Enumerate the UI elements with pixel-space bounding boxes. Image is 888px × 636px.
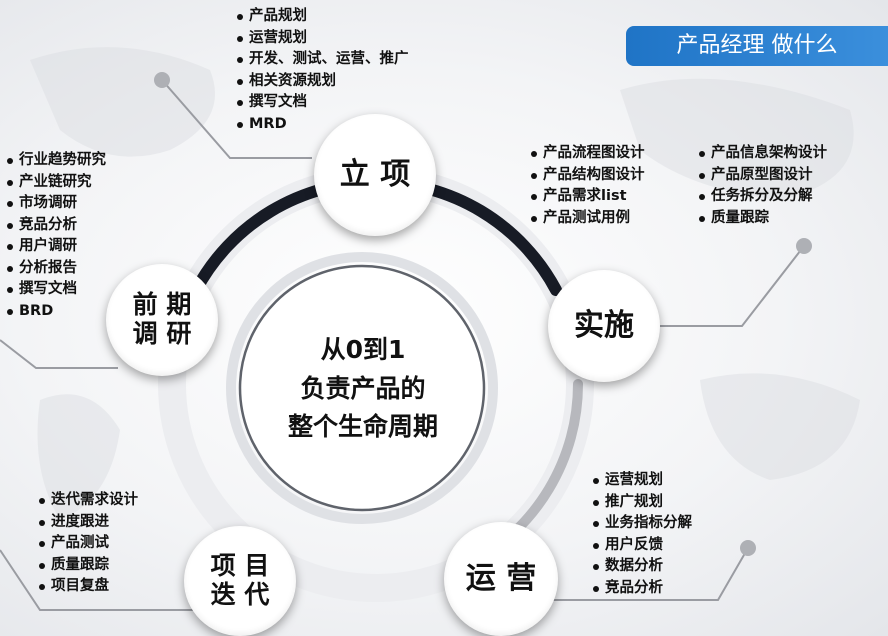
list-item: 运营规划 bbox=[236, 28, 409, 50]
list-item: 产品信息架构设计 bbox=[698, 143, 827, 165]
list-item: 项目复盘 bbox=[38, 576, 138, 598]
stage-node-diaoyan: 前 期 调 研 bbox=[106, 264, 218, 376]
list-item: 业务指标分解 bbox=[592, 513, 692, 535]
list-item: 用户调研 bbox=[6, 236, 106, 258]
list-item: 产品原型图设计 bbox=[698, 165, 827, 187]
list-item: 产品需求list bbox=[530, 186, 645, 208]
stage-node-shishi: 实施 bbox=[548, 270, 660, 382]
list-item: 开发、测试、运营、推广 bbox=[236, 49, 409, 71]
list-item: 质量跟踪 bbox=[698, 208, 827, 230]
center-line-1: 从0到1 bbox=[320, 334, 406, 364]
center-line-3: 整个生命周期 bbox=[287, 412, 438, 442]
connector-lixiang bbox=[161, 79, 312, 159]
list-diedai: 迭代需求设计 进度跟进 产品测试 质量跟踪 项目复盘 bbox=[38, 490, 138, 598]
connector-diedai bbox=[0, 549, 196, 611]
title-banner: 产品经理 做什么 bbox=[626, 26, 888, 66]
world-map-background bbox=[30, 47, 860, 520]
list-item: 产品结构图设计 bbox=[530, 165, 645, 187]
list-item: 产品流程图设计 bbox=[530, 143, 645, 165]
list-diaoyan: 行业趋势研究 产业链研究 市场调研 竞品分析 用户调研 分析报告 撰写文档 BR… bbox=[6, 150, 106, 322]
list-shishi-left: 产品流程图设计 产品结构图设计 产品需求list 产品测试用例 bbox=[530, 143, 645, 229]
list-item: 产业链研究 bbox=[6, 172, 106, 194]
list-item: 用户反馈 bbox=[592, 535, 692, 557]
stage-node-lixiang: 立 项 bbox=[314, 114, 436, 236]
center-text: 从0到1 负责产品的 整个生命周期 bbox=[254, 280, 472, 498]
stage-label-lixiang: 立 项 bbox=[339, 156, 411, 192]
inner-ring bbox=[238, 264, 486, 512]
stage-label-diedai: 项 目 迭 代 bbox=[210, 551, 270, 609]
connector-dot-shishi bbox=[796, 238, 812, 254]
list-lixiang: 产品规划 运营规划 开发、测试、运营、推广 相关资源规划 撰写文档 MRD bbox=[236, 6, 409, 135]
list-item: 质量跟踪 bbox=[38, 555, 138, 577]
list-item: 进度跟进 bbox=[38, 512, 138, 534]
list-item: 产品规划 bbox=[236, 6, 409, 28]
list-item: 推广规划 bbox=[592, 492, 692, 514]
list-item: 行业趋势研究 bbox=[6, 150, 106, 172]
list-item: 任务拆分及分解 bbox=[698, 186, 827, 208]
connector-dot-yunying bbox=[740, 540, 756, 556]
stage-label-diaoyan: 前 期 调 研 bbox=[132, 290, 192, 348]
list-item: 迭代需求设计 bbox=[38, 490, 138, 512]
stage-node-diedai: 项 目 迭 代 bbox=[184, 526, 296, 636]
inner-ring-glow bbox=[226, 252, 498, 524]
stage-node-yunying: 运 营 bbox=[444, 522, 558, 636]
connector-yunying bbox=[540, 547, 749, 601]
list-item: 撰写文档 bbox=[236, 92, 409, 114]
list-item: 数据分析 bbox=[592, 556, 692, 578]
list-item: BRD bbox=[6, 301, 106, 323]
connector-dot-lixiang bbox=[154, 72, 170, 88]
connector-diaoyan bbox=[0, 339, 118, 369]
list-item: 产品测试用例 bbox=[530, 208, 645, 230]
list-shishi-right: 产品信息架构设计 产品原型图设计 任务拆分及分解 质量跟踪 bbox=[698, 143, 827, 229]
list-item: 撰写文档 bbox=[6, 279, 106, 301]
stage-label-yunying: 运 营 bbox=[465, 560, 537, 596]
center-line-2: 负责产品的 bbox=[300, 373, 426, 403]
list-item: MRD bbox=[236, 114, 409, 136]
list-item: 竞品分析 bbox=[592, 578, 692, 600]
list-item: 竞品分析 bbox=[6, 215, 106, 237]
list-item: 相关资源规划 bbox=[236, 71, 409, 93]
stage-label-shishi: 实施 bbox=[574, 307, 634, 343]
list-item: 产品测试 bbox=[38, 533, 138, 555]
list-item: 市场调研 bbox=[6, 193, 106, 215]
list-yunying: 运营规划 推广规划 业务指标分解 用户反馈 数据分析 竞品分析 bbox=[592, 470, 692, 599]
list-item: 分析报告 bbox=[6, 258, 106, 280]
list-item: 运营规划 bbox=[592, 470, 692, 492]
